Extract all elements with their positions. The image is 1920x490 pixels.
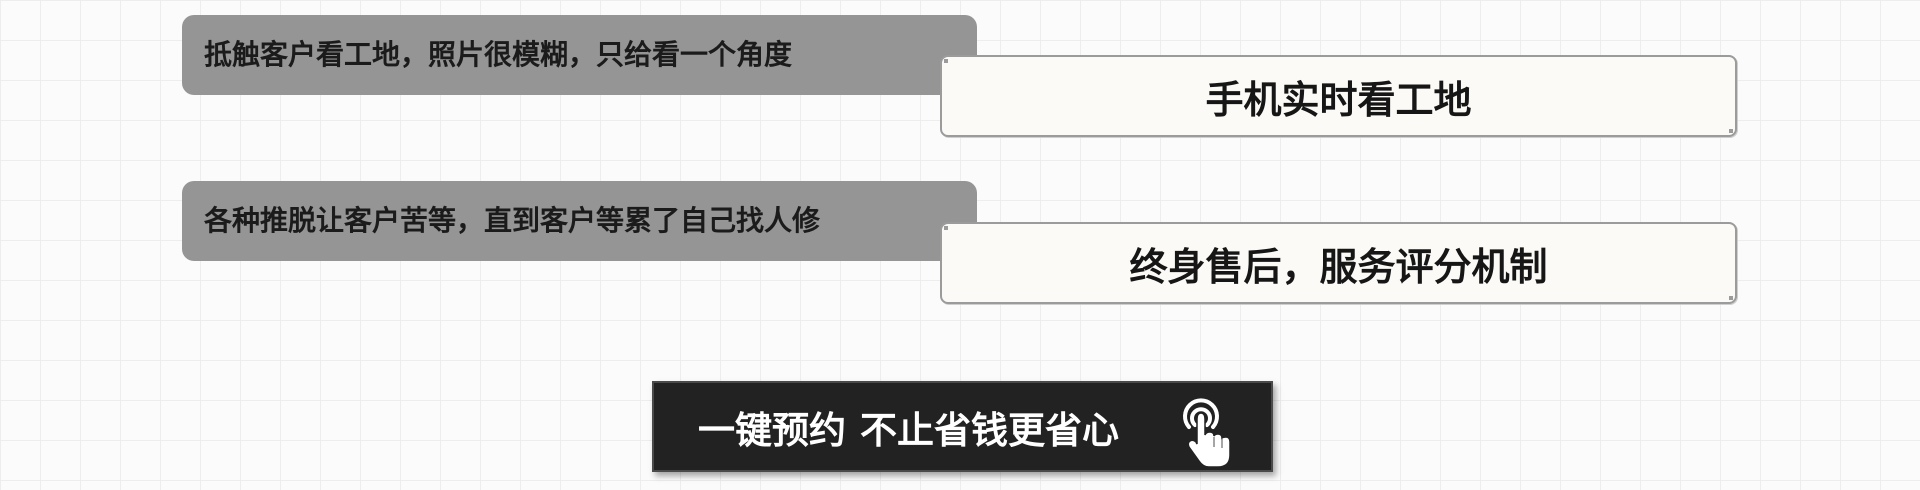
solution-text-2: 终身售后，服务评分机制 bbox=[1129, 244, 1548, 289]
cta-label: 一键预约不止省钱更省心 bbox=[698, 400, 1119, 454]
tap-hand-icon bbox=[1183, 398, 1231, 468]
cta-label-primary: 一键预约 bbox=[698, 408, 846, 452]
pain-point-text-1: 抵触客户看工地，照片很模糊，只给看一个角度 bbox=[204, 38, 793, 71]
cta-label-secondary: 不止省钱更省心 bbox=[860, 408, 1119, 452]
pain-point-card-2: 各种推脱让客户苦等，直到客户等累了自己找人修 bbox=[182, 181, 977, 261]
pain-point-text-2: 各种推脱让客户苦等，直到客户等累了自己找人修 bbox=[204, 204, 821, 237]
solution-text-1: 手机实时看工地 bbox=[1205, 77, 1472, 122]
solution-card-2: 终身售后，服务评分机制 bbox=[940, 222, 1737, 304]
pain-point-card-1: 抵触客户看工地，照片很模糊，只给看一个角度 bbox=[182, 15, 977, 95]
book-now-button[interactable]: 一键预约不止省钱更省心 bbox=[652, 381, 1273, 472]
solution-card-1: 手机实时看工地 bbox=[940, 55, 1737, 137]
